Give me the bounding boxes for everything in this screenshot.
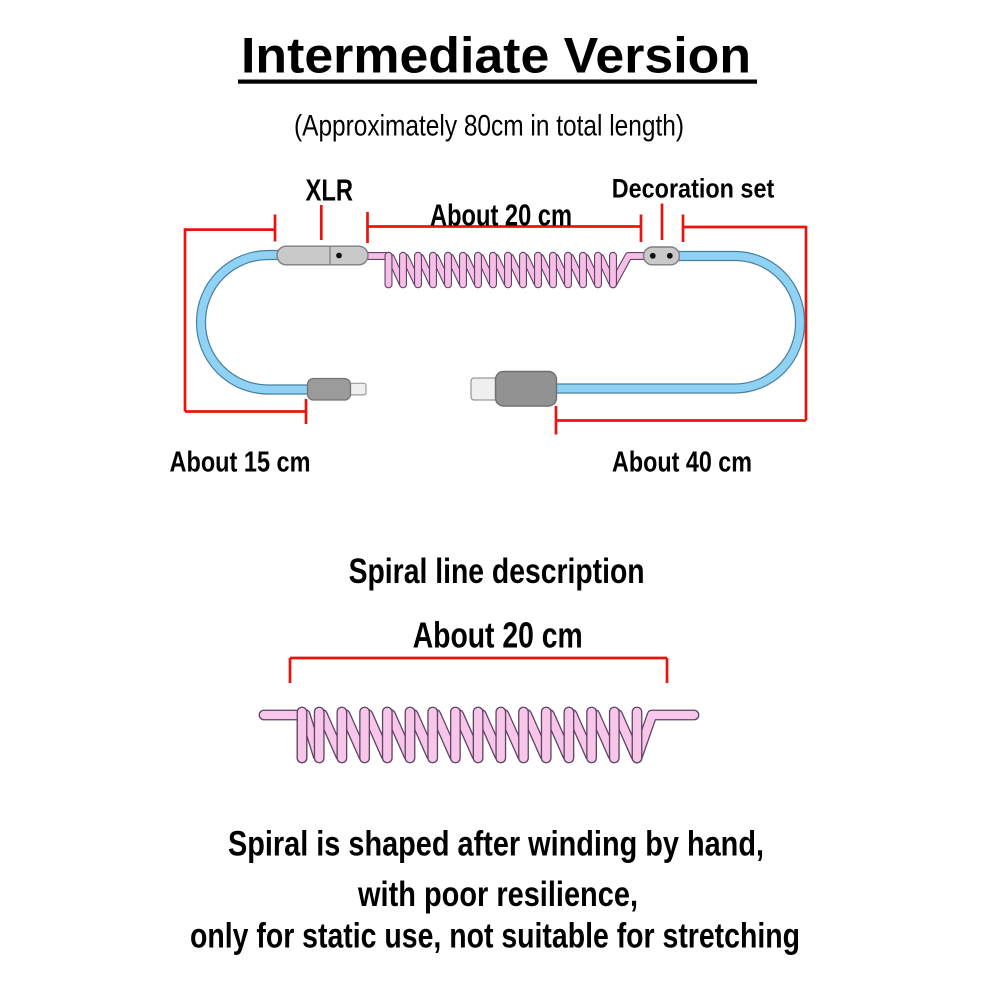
svg-text:Spiral line description: Spiral line description (349, 552, 645, 591)
svg-text:Spiral is shaped after winding: Spiral is shaped after winding by hand, (228, 825, 764, 864)
svg-text:About 20 cm: About 20 cm (430, 198, 572, 233)
svg-text:with poor resilience,: with poor resilience, (357, 875, 638, 914)
svg-text:Intermediate Version: Intermediate Version (241, 28, 751, 84)
svg-text:About 40 cm: About 40 cm (612, 447, 752, 479)
svg-text:only for static use, not suita: only for static use, not suitable for st… (190, 917, 800, 956)
svg-text:(Approximately 80cm in total l: (Approximately 80cm in total length) (294, 110, 684, 143)
svg-text:About 20 cm: About 20 cm (413, 615, 583, 656)
svg-text:Decoration set: Decoration set (612, 174, 775, 204)
svg-text:About 15 cm: About 15 cm (170, 447, 311, 479)
svg-text:XLR: XLR (306, 173, 354, 208)
